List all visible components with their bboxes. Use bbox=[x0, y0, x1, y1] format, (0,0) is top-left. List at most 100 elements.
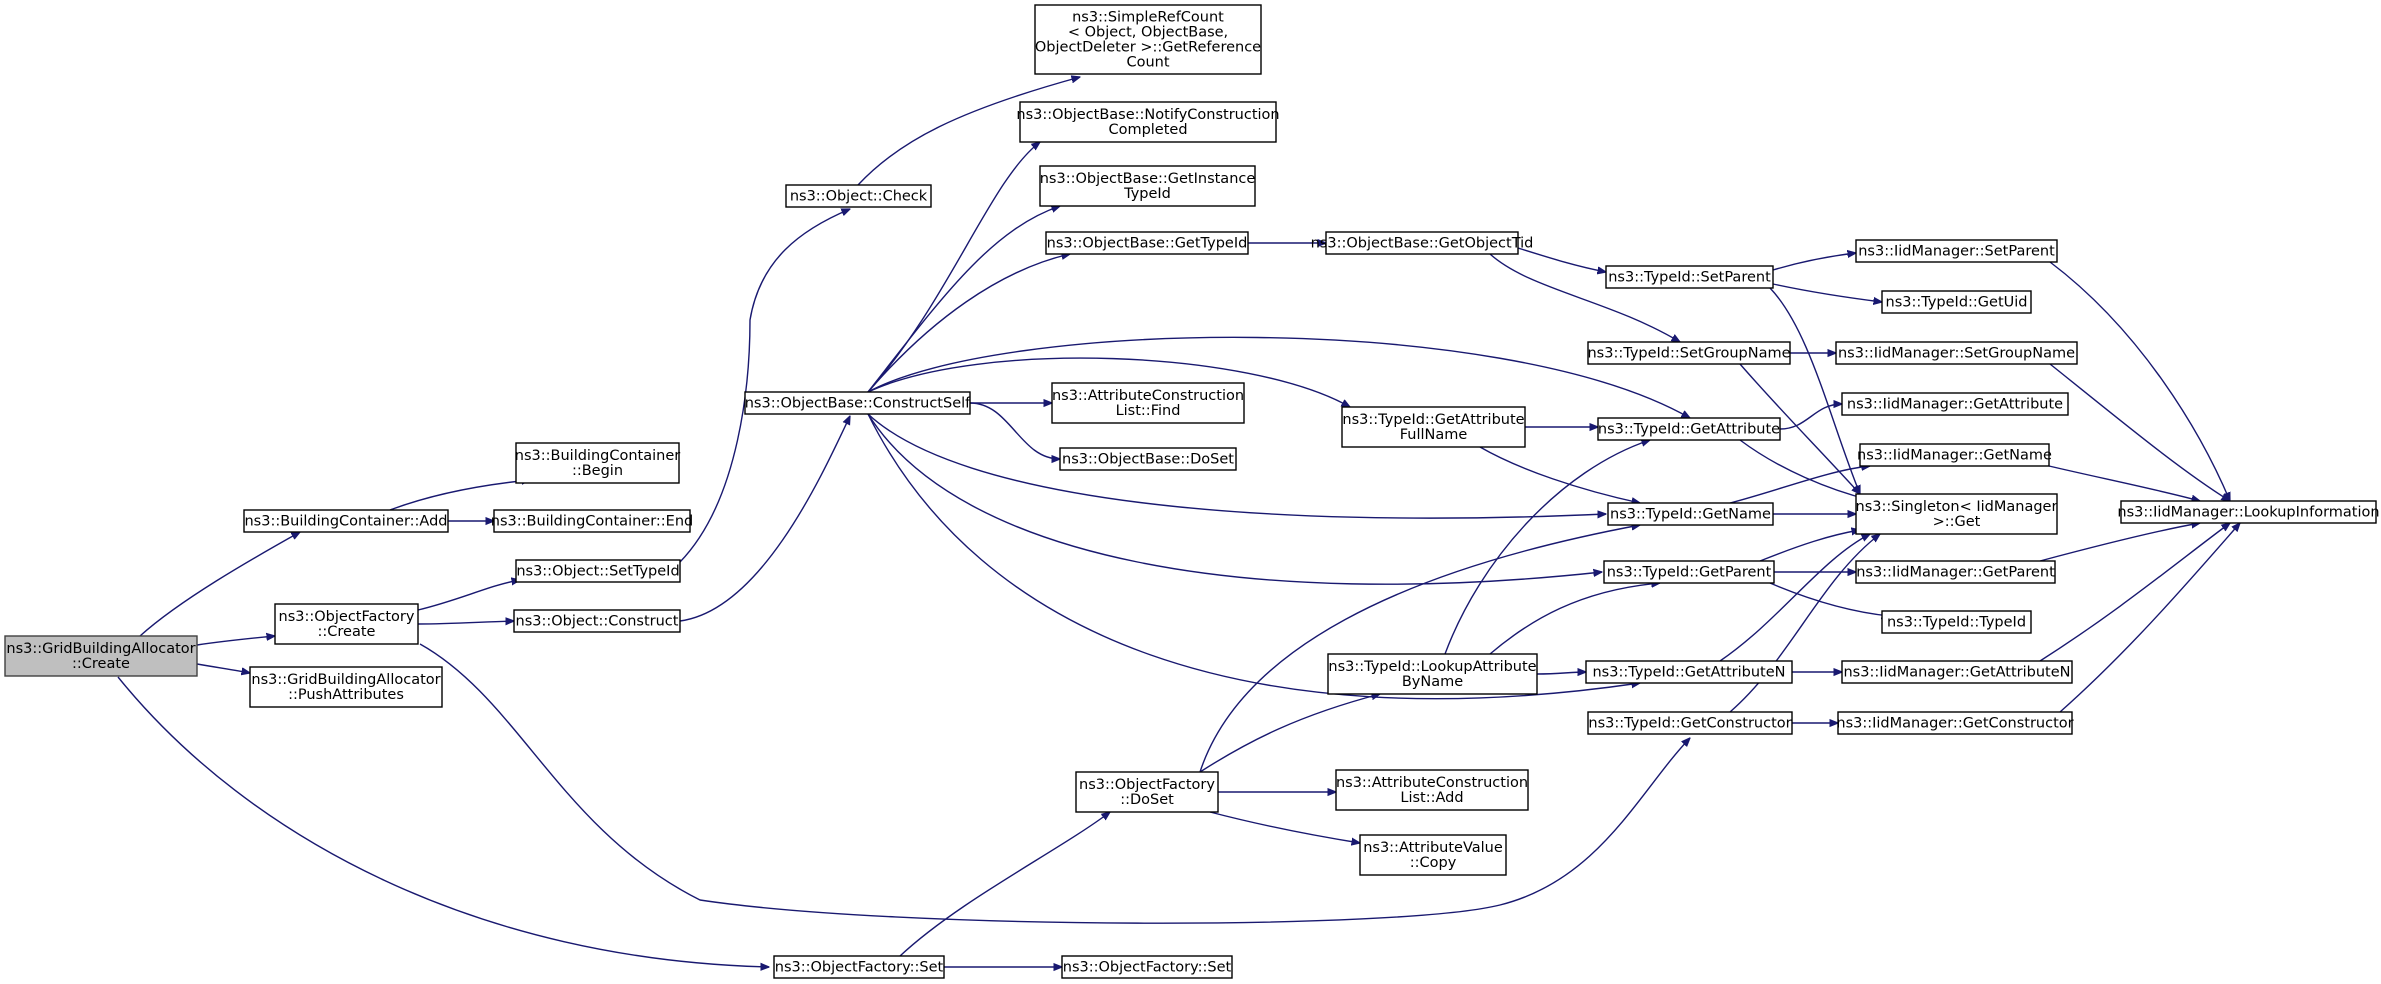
node-obj_construct[interactable]: ns3::Object::Construct bbox=[513, 609, 681, 633]
node-of_set2[interactable]: ns3::ObjectFactory::Set bbox=[1061, 955, 1233, 979]
edge-ob_constructself-to-tid_getattr bbox=[867, 336, 1690, 418]
node-tid_getattr[interactable]: ns3::TypeId::GetAttribute bbox=[1597, 417, 1781, 441]
node-tid_getattrn[interactable]: ns3::TypeId::GetAttributeN bbox=[1585, 660, 1793, 684]
edge-layer bbox=[117, 77, 2240, 967]
node-of_create[interactable]: ns3::ObjectFactory::Create bbox=[274, 603, 419, 645]
node-iid_getctor[interactable]: ns3::IidManager::GetConstructor bbox=[1836, 711, 2074, 735]
node-iid_getname[interactable]: ns3::IidManager::GetName bbox=[1857, 443, 2052, 467]
edge-tid_getparent-to-tid_typeid bbox=[1769, 582, 1890, 616]
node-iid_getattr[interactable]: ns3::IidManager::GetAttribute bbox=[1841, 392, 2069, 416]
node-label-line: ns3::AttributeValue bbox=[1363, 840, 1503, 856]
node-root[interactable]: ns3::GridBuildingAllocator::Create bbox=[4, 635, 198, 677]
node-tid_typeid[interactable]: ns3::TypeId::TypeId bbox=[1881, 610, 2032, 634]
node-label-line: ns3::AttributeConstruction bbox=[1052, 388, 1244, 404]
node-box bbox=[1835, 341, 2078, 365]
node-box bbox=[1837, 711, 2073, 735]
node-tid_getparent[interactable]: ns3::TypeId::GetParent bbox=[1603, 560, 1775, 584]
node-bc_begin[interactable]: ns3::BuildingContainer::Begin bbox=[515, 442, 680, 484]
node-tid_setparent[interactable]: ns3::TypeId::SetParent bbox=[1605, 265, 1774, 289]
node-of_doset[interactable]: ns3::ObjectFactory::DoSet bbox=[1075, 771, 1219, 813]
node-iid_lookupinfo[interactable]: ns3::IidManager::LookupInformation bbox=[2117, 500, 2380, 524]
node-tid_getuid[interactable]: ns3::TypeId::GetUid bbox=[1881, 290, 2032, 314]
node-label-line: ns3::ObjectBase::GetTypeId bbox=[1047, 236, 1248, 252]
node-of_set[interactable]: ns3::ObjectFactory::Set bbox=[773, 955, 945, 979]
node-av_copy[interactable]: ns3::AttributeValue::Copy bbox=[1359, 834, 1507, 876]
node-label-line: FullName bbox=[1400, 427, 1468, 443]
node-label-line: ns3::ObjectBase::ConstructSelf bbox=[745, 396, 971, 412]
node-label-line: < Object, ObjectBase, bbox=[1068, 25, 1228, 41]
edge-ob_constructself-to-tid_getname bbox=[867, 413, 1606, 519]
edge-ob_constructself-to-ob_gettypeid bbox=[867, 254, 1070, 393]
node-gba_push[interactable]: ns3::GridBuildingAllocator::PushAttribut… bbox=[249, 666, 443, 708]
node-bc_end[interactable]: ns3::BuildingContainer::End bbox=[491, 509, 694, 533]
node-iid_setgroup[interactable]: ns3::IidManager::SetGroupName bbox=[1835, 341, 2078, 365]
node-box bbox=[773, 955, 945, 979]
node-box bbox=[2120, 500, 2377, 524]
node-box bbox=[1841, 392, 2069, 416]
edge-iid_setparent-to-iid_lookupinfo bbox=[2049, 261, 2230, 501]
node-ob_constructself[interactable]: ns3::ObjectBase::ConstructSelf bbox=[744, 391, 971, 415]
node-iid_getattrn[interactable]: ns3::IidManager::GetAttributeN bbox=[1841, 660, 2073, 684]
node-box bbox=[1075, 771, 1219, 813]
node-label-line: ns3::IidManager::SetGroupName bbox=[1838, 346, 2075, 362]
edge-ob_constructself-to-ob_getinst bbox=[867, 206, 1060, 393]
node-obj_settypeid[interactable]: ns3::Object::SetTypeId bbox=[515, 559, 681, 583]
node-label-line: ns3::Singleton< IidManager bbox=[1856, 499, 2058, 515]
node-label-line: ns3::Object::SetTypeId bbox=[516, 564, 679, 580]
edge-obj_construct-to-ob_constructself bbox=[679, 416, 850, 622]
node-box bbox=[1335, 769, 1529, 811]
node-label-line: ns3::GridBuildingAllocator bbox=[251, 672, 440, 688]
node-box bbox=[513, 609, 681, 633]
node-box bbox=[1587, 341, 1791, 365]
node-box bbox=[1587, 711, 1793, 735]
node-tid_setgroup[interactable]: ns3::TypeId::SetGroupName bbox=[1587, 341, 1791, 365]
node-ob_getobjtid[interactable]: ns3::ObjectBase::GetObjectTid bbox=[1311, 231, 1534, 255]
node-label-line: ns3::TypeId::GetParent bbox=[1607, 565, 1772, 581]
edge-iid_getparent-to-iid_lookupinfo bbox=[2039, 523, 2200, 562]
node-box bbox=[1359, 834, 1507, 876]
node-label-line: ::PushAttributes bbox=[288, 687, 404, 703]
edge-ob_getobjtid-to-tid_setparent bbox=[1517, 247, 1606, 272]
node-label-line: ns3::BuildingContainer bbox=[515, 448, 680, 464]
edge-ob_constructself-to-ob_doset bbox=[969, 402, 1060, 459]
node-label-line: ns3::TypeId::TypeId bbox=[1887, 615, 2026, 631]
node-singleton_get[interactable]: ns3::Singleton< IidManager >::Get bbox=[1855, 493, 2058, 535]
node-iid_getparent[interactable]: ns3::IidManager::GetParent bbox=[1855, 560, 2056, 584]
node-box bbox=[1607, 502, 1774, 526]
node-ob_doset[interactable]: ns3::ObjectBase::DoSet bbox=[1059, 447, 1237, 471]
node-label-line: List::Find bbox=[1116, 403, 1181, 419]
node-bc_add[interactable]: ns3::BuildingContainer::Add bbox=[243, 509, 449, 533]
edge-of_create-to-tid_getctor bbox=[419, 643, 1690, 924]
node-label-line: ns3::GridBuildingAllocator bbox=[6, 641, 195, 657]
edge-root-to-of_set bbox=[117, 676, 769, 967]
node-label-line: ByName bbox=[1402, 674, 1463, 690]
node-box bbox=[1841, 660, 2073, 684]
node-label-line: ns3::ObjectBase::GetInstance bbox=[1040, 171, 1256, 187]
edge-of_doset-to-tid_getname bbox=[1199, 525, 1640, 773]
node-box bbox=[243, 509, 449, 533]
node-label-line: ns3::ObjectBase::NotifyConstruction bbox=[1016, 107, 1279, 123]
node-obj_check[interactable]: ns3::Object::Check bbox=[785, 184, 932, 208]
node-iid_setparent[interactable]: ns3::IidManager::SetParent bbox=[1855, 239, 2058, 263]
node-tid_getctor[interactable]: ns3::TypeId::GetConstructor bbox=[1587, 711, 1793, 735]
node-ob_notify[interactable]: ns3::ObjectBase::NotifyConstructionCompl… bbox=[1016, 101, 1280, 143]
node-box bbox=[274, 603, 419, 645]
node-ob_gettypeid[interactable]: ns3::ObjectBase::GetTypeId bbox=[1045, 231, 1249, 255]
node-label-line: ns3::TypeId::GetAttributeN bbox=[1592, 665, 1785, 681]
node-box bbox=[1034, 4, 1262, 75]
node-label-line: ns3::TypeId::GetAttribute bbox=[1342, 412, 1524, 428]
edge-tid_setparent-to-singleton_get bbox=[1769, 287, 1861, 494]
node-src_getref[interactable]: ns3::SimpleRefCount< Object, ObjectBase,… bbox=[1034, 4, 1262, 75]
node-label-line: Completed bbox=[1108, 122, 1187, 138]
node-box bbox=[4, 635, 198, 677]
edge-of_doset-to-tid_lookupattr bbox=[1199, 694, 1380, 773]
node-label-line: ns3::TypeId::LookupAttribute bbox=[1328, 659, 1536, 675]
node-tid_getname[interactable]: ns3::TypeId::GetName bbox=[1607, 502, 1774, 526]
edge-tid_getattrfull-to-tid_getname bbox=[1479, 446, 1640, 503]
